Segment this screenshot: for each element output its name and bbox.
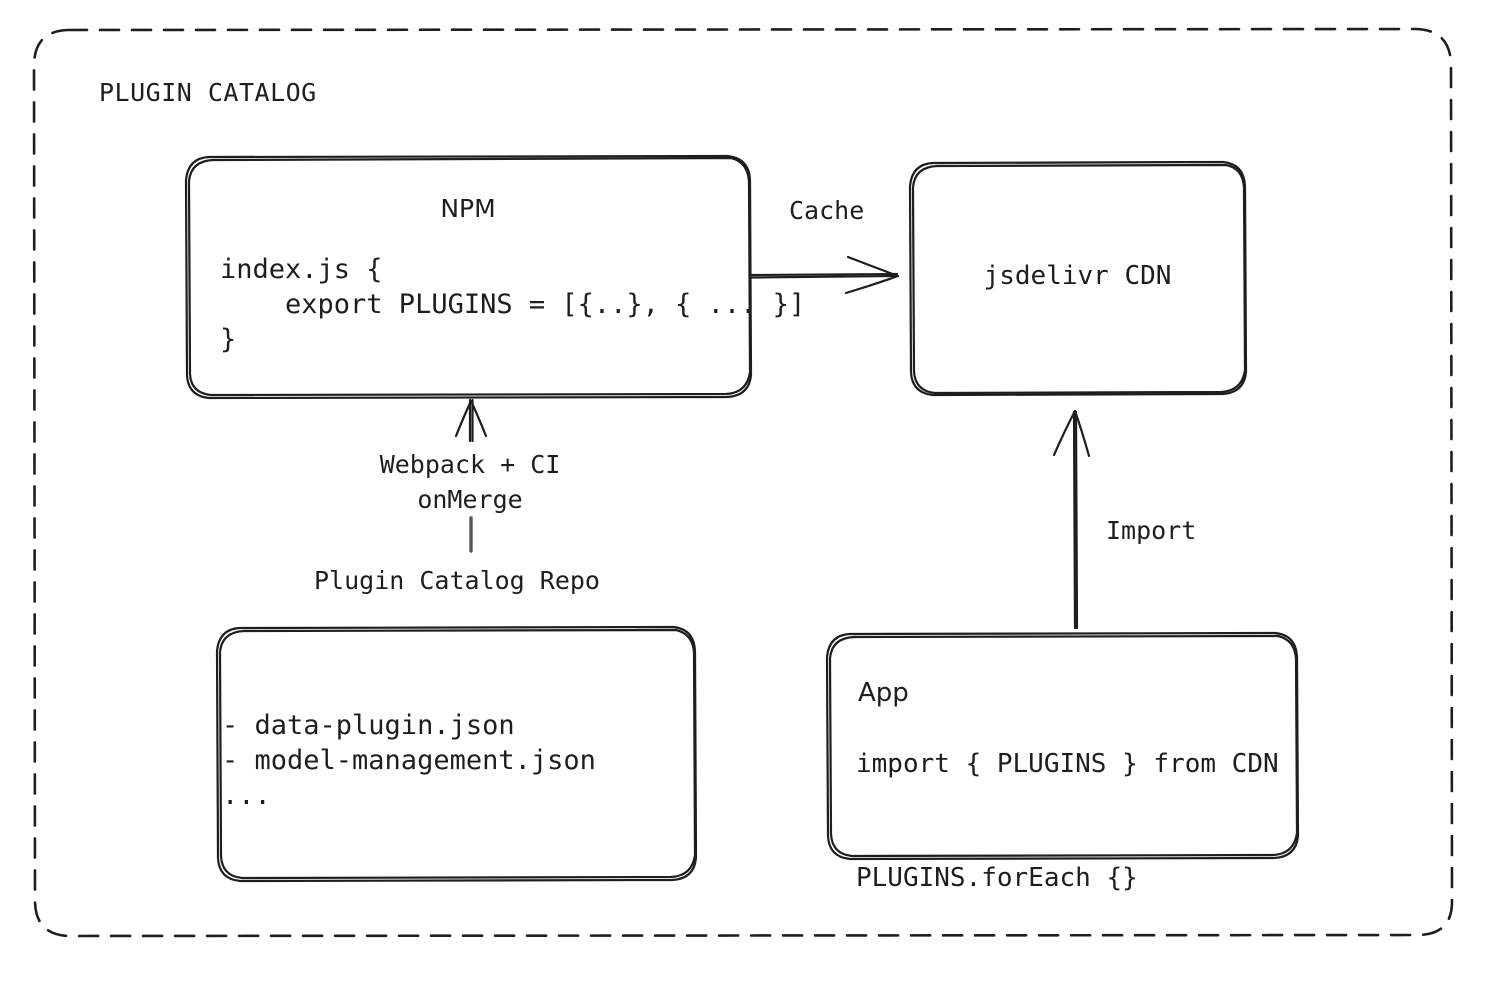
- edge-label-webpack-ci: Webpack + CI onMerge: [379, 450, 561, 514]
- edge-label-cache: Cache: [789, 196, 865, 225]
- app-node-code: import { PLUGINS } from CDN PLUGINS.forE…: [856, 749, 1279, 893]
- repo-node-caption: Plugin Catalog Repo: [314, 566, 600, 595]
- npm-node-code: index.js { export PLUGINS = [{..}, { ...…: [220, 254, 806, 355]
- repo-node-file-list: - data-plugin.json - model-management.js…: [222, 710, 596, 811]
- app-node-title: App: [858, 678, 909, 708]
- arrow-repo-to-npm: [454, 398, 488, 443]
- cdn-node-title: jsdelivr CDN: [983, 261, 1172, 291]
- npm-node-title: NPM: [440, 194, 496, 223]
- group-title: PLUGIN CATALOG: [99, 78, 317, 107]
- arrow-app-to-cdn: [1052, 409, 1091, 630]
- edge-label-import: Import: [1106, 516, 1197, 545]
